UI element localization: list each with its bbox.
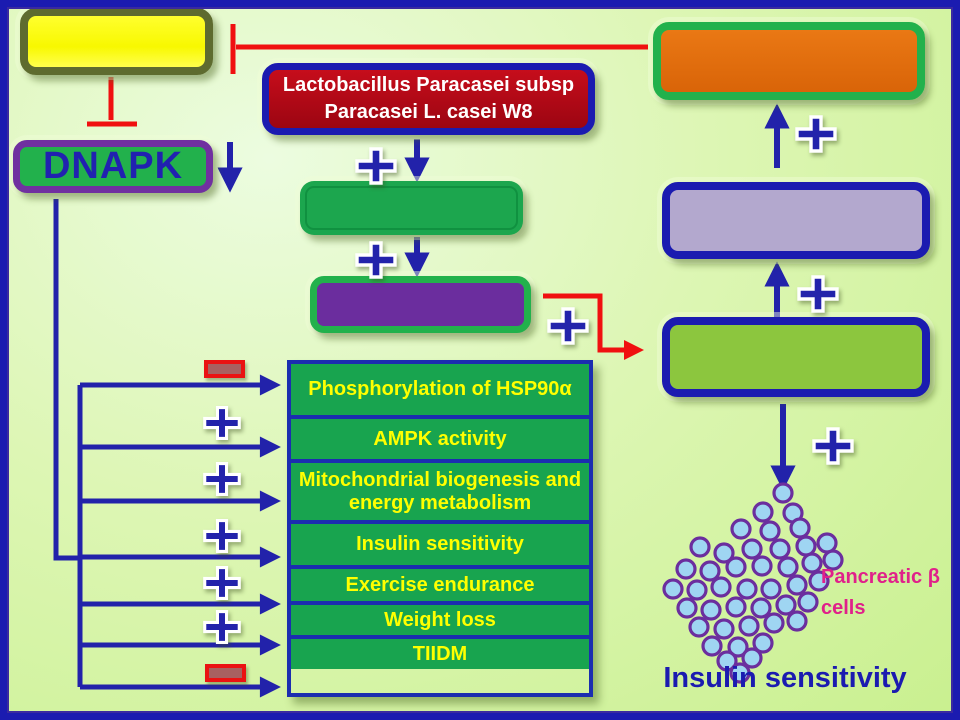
plus-icon — [812, 427, 854, 465]
plus-icon — [355, 241, 397, 279]
minus-icon — [204, 360, 245, 378]
inhibit-line-yellow-to-dnapk — [87, 77, 137, 127]
lavender-node — [662, 182, 930, 259]
pancreatic-cells-label-line1: Pancreatic β — [821, 566, 940, 588]
effects-row-mitochondrial: Mitochondrial biogenesis and energy meta… — [291, 459, 589, 520]
plus-icon — [203, 406, 241, 440]
dnapk-label: DNAPK — [42, 145, 184, 187]
plus-icon — [797, 275, 839, 313]
inhibit-line-orange-to-yellow — [230, 24, 648, 74]
branch-arrows — [80, 374, 281, 698]
right-green-node — [662, 317, 930, 397]
probiotic-node-line1: Lactobacillus Paracasei subsp — [282, 74, 575, 96]
pancreatic-cells-label: Pancreatic β cells — [821, 562, 956, 624]
intermediate-node-2 — [310, 276, 531, 333]
pancreatic-beta-cells-cluster — [662, 482, 844, 684]
plus-icon — [203, 610, 241, 644]
intermediate-node-1 — [300, 181, 523, 235]
dnapk-node: DNAPK — [13, 140, 213, 193]
effects-row-insulin: Insulin sensitivity — [291, 520, 589, 565]
intermediate-node-1-inner-outline — [305, 186, 518, 230]
red-elbow-arrow — [543, 293, 644, 360]
effects-row-weight: Weight loss — [291, 601, 589, 635]
plus-icon — [355, 147, 397, 185]
plus-icon — [795, 115, 837, 153]
effects-row-exercise: Exercise endurance — [291, 565, 589, 601]
effects-row-phosphorylation: Phosphorylation of HSP90α — [291, 364, 589, 415]
plus-icon — [203, 566, 241, 600]
pancreatic-cells-label-line2: cells — [821, 597, 866, 619]
orange-node — [653, 22, 925, 100]
plus-icon — [547, 307, 589, 345]
effects-table: Phosphorylation of HSP90α AMPK activity … — [287, 360, 593, 697]
effects-row-ampk: AMPK activity — [291, 415, 589, 459]
plus-icon — [203, 519, 241, 553]
probiotic-node: Lactobacillus Paracasei subsp Paracasei … — [262, 63, 595, 135]
probiotic-node-line2: Paracasei L. casei W8 — [324, 101, 533, 123]
plus-icon — [203, 462, 241, 496]
insulin-sensitivity-label: Insulin sensitivity — [663, 662, 907, 694]
yellow-node — [20, 8, 213, 75]
dnapk-feed-line — [53, 199, 78, 561]
effects-row-tiidm: TIIDM — [291, 635, 589, 669]
minus-icon — [205, 664, 246, 682]
